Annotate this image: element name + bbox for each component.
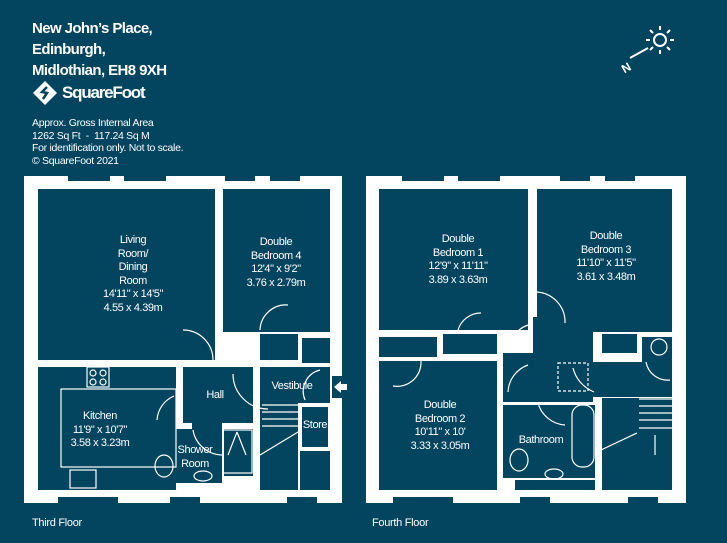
bedroom-1-label: Double Bedroom 1 12'9" x 11'11" 3.89 x 3… [428, 233, 488, 287]
bedroom-4-label: Double Bedroom 4 12'4" x 9'2" 3.76 x 2.7… [247, 236, 306, 290]
squarefoot-diamond-logo-icon [33, 81, 57, 105]
store-label: Store [302, 419, 328, 431]
room-size-metric: 3.58 x 3.23m [70, 437, 130, 449]
fourth-floor-plan [366, 176, 686, 503]
bathroom-label: Bathroom [518, 434, 564, 446]
vestibule-label: Vestibule [271, 380, 313, 392]
room-name: Room/ [117, 247, 149, 260]
room-name: Kitchen [83, 410, 117, 422]
room-name: Double [441, 233, 475, 245]
windows [393, 176, 658, 503]
address-line-1: New John’s Place, [32, 20, 153, 37]
shower-room-label: Shower Room [178, 444, 213, 471]
room-size-metric: 3.89 x 3.63m [428, 273, 488, 286]
area-title: Approx. Gross Internal Area [32, 117, 154, 129]
room-size-metric: 3.33 x 3.05m [410, 439, 470, 452]
room-size-imperial: 10'11" x 10' [414, 426, 466, 438]
room-name: Bedroom 3 [580, 243, 632, 256]
third-floor-plan [24, 176, 347, 503]
squarefoot-logo: SquareFoot [32, 80, 146, 106]
room-name: Dining [118, 261, 148, 273]
room-name: Bedroom 4 [250, 249, 302, 262]
address-line-3: Midlothian, EH8 9XH [32, 62, 167, 79]
area-info: Approx. Gross Internal Area 1262 Sq Ft -… [32, 117, 184, 167]
room-size-imperial: 11'9" x 10'7" [72, 423, 128, 436]
windows [58, 176, 317, 503]
area-value: 1262 Sq Ft - 117.24 Sq M [32, 129, 150, 142]
kitchen-label: Kitchen 11'9" x 10'7" 3.58 x 3.23m [71, 410, 130, 451]
living-room-label: Living Room/ Dining Room 14'11" x 14'5" … [103, 234, 163, 315]
room-name: Double [589, 230, 623, 242]
brand-name: SquareFoot [62, 83, 146, 102]
hall-label: Hall [206, 389, 224, 401]
third-floor-label: Third Floor [32, 517, 82, 529]
room-size-metric: 3.76 x 2.79m [246, 276, 306, 289]
entrance-arrow-icon [334, 381, 347, 393]
room-size-imperial: 12'4" x 9'2" [251, 263, 301, 275]
address-line-2: Edinburgh, [32, 41, 106, 58]
room-size-imperial: 14'11" x 14'5" [102, 288, 164, 300]
bedroom-3-label: Double Bedroom 3 11'10" x 11'5" 3.61 x 3… [576, 230, 636, 284]
room-name: Room [181, 457, 209, 470]
room-name: Shower [177, 444, 213, 456]
room-size-imperial: 11'10" x 11'5" [576, 257, 636, 269]
disclaimer: For identification only. Not to scale. [32, 142, 184, 154]
room-name: Living [119, 234, 147, 246]
room-name: Double [259, 236, 293, 248]
room-size-metric: 3.61 x 3.48m [576, 270, 636, 283]
bedroom-2-label: Double Bedroom 2 10'11" x 10' 3.33 x 3.0… [411, 399, 470, 453]
room-size-metric: 4.55 x 4.39m [103, 301, 163, 314]
room-size-imperial: 12'9" x 11'11" [428, 260, 488, 272]
property-address: New John’s Place, Edinburgh, Midlothian,… [32, 18, 167, 81]
room-name: Bedroom 2 [414, 412, 466, 425]
compass-sun-icon [629, 26, 674, 59]
room-name: Bedroom 1 [432, 246, 484, 259]
room-name: Double [423, 399, 457, 411]
fourth-floor-label: Fourth Floor [372, 517, 429, 529]
room-name: Room [119, 274, 147, 287]
copyright: © SquareFoot 2021 [32, 154, 119, 167]
compass-north-label: N [619, 60, 634, 76]
